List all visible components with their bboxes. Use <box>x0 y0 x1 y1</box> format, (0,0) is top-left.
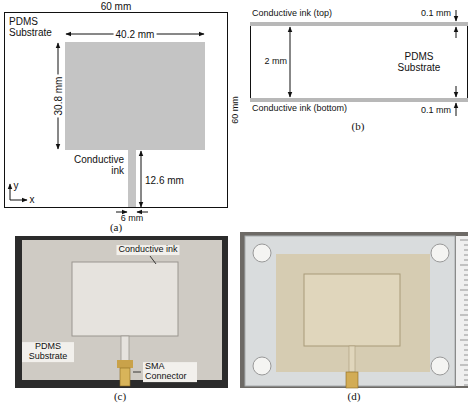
ruler-tick <box>464 310 468 311</box>
panel-label: (a) <box>110 221 122 233</box>
axis-label: y <box>14 180 19 191</box>
ruler-tick <box>464 250 468 251</box>
dimension-line <box>141 151 142 207</box>
ruler-tick <box>464 380 468 381</box>
antenna-test-fixture-photo <box>240 232 468 388</box>
part-label: SMA Connector <box>143 362 197 382</box>
ruler-tick <box>464 275 468 276</box>
dimension-label: 0.1 mm <box>421 9 451 19</box>
dimension-label: 6 mm <box>121 214 144 224</box>
ruler-tick <box>464 320 468 321</box>
ruler-tick <box>464 350 468 351</box>
ruler-tick <box>464 305 468 306</box>
ruler-tick <box>464 385 468 386</box>
panel-label: (d) <box>348 390 361 402</box>
ruler-tick <box>464 375 468 376</box>
ruler-tick <box>460 290 468 291</box>
dimension-label: 0.1 mm <box>421 106 451 116</box>
ruler-tick <box>464 360 468 361</box>
ruler-tick <box>460 265 468 266</box>
dimension-label: 12.6 mm <box>145 175 184 186</box>
dimension-label: 60 mm <box>101 1 132 12</box>
dimension-line <box>456 27 457 38</box>
axis-label: x <box>30 194 35 205</box>
part-label: PDMS Substrate <box>22 342 74 362</box>
ruler-tick <box>464 370 468 371</box>
ruler-tick <box>460 365 468 366</box>
panel-label: (b) <box>352 120 365 132</box>
panel-label: (c) <box>114 390 126 402</box>
ruler-tick <box>464 245 468 246</box>
dimension-line <box>456 10 457 21</box>
ruler-tick <box>464 270 468 271</box>
ruler-tick <box>464 280 468 281</box>
dimension-line <box>456 86 457 97</box>
dimension-line <box>116 212 127 213</box>
ruler-tick <box>460 315 468 316</box>
dimension-line <box>290 27 291 97</box>
ruler-tick <box>460 340 468 341</box>
part-label: Conductive ink (bottom) <box>252 104 347 114</box>
ruler-tick <box>464 255 468 256</box>
dimension-label: 2 mm <box>265 57 288 67</box>
ruler-tick <box>464 260 468 261</box>
ruler-tick <box>460 240 468 241</box>
part-label: Conductive ink <box>116 245 179 255</box>
ruler-tick <box>464 300 468 301</box>
ruler-tick <box>464 335 468 336</box>
dimension-label: 30.8 mm <box>53 75 64 118</box>
bottom-ink-layer <box>250 98 468 102</box>
axis <box>10 200 27 201</box>
dimension-label: 60 mm <box>231 96 241 124</box>
part-label: Conductive ink <box>72 154 124 176</box>
ruler-tick <box>464 295 468 296</box>
ruler-tick <box>464 345 468 346</box>
dimension-label: 40.2 mm <box>114 29 157 40</box>
patch <box>65 42 205 150</box>
ruler-tick <box>464 330 468 331</box>
dimension-line <box>456 103 457 116</box>
ruler-tick <box>464 325 468 326</box>
node-label: PDMS Substrate <box>9 16 61 38</box>
ruler-tick <box>464 285 468 286</box>
ruler <box>456 236 468 386</box>
dimension-line <box>137 212 148 213</box>
node-label: PDMS Substrate <box>393 51 445 73</box>
axis <box>10 184 11 200</box>
substrate-outline: PDMS Substrate <box>4 12 228 208</box>
part-label: Conductive ink (top) <box>252 9 332 19</box>
ruler-tick <box>464 355 468 356</box>
feed-line <box>128 150 136 208</box>
antenna-photo <box>15 236 228 388</box>
